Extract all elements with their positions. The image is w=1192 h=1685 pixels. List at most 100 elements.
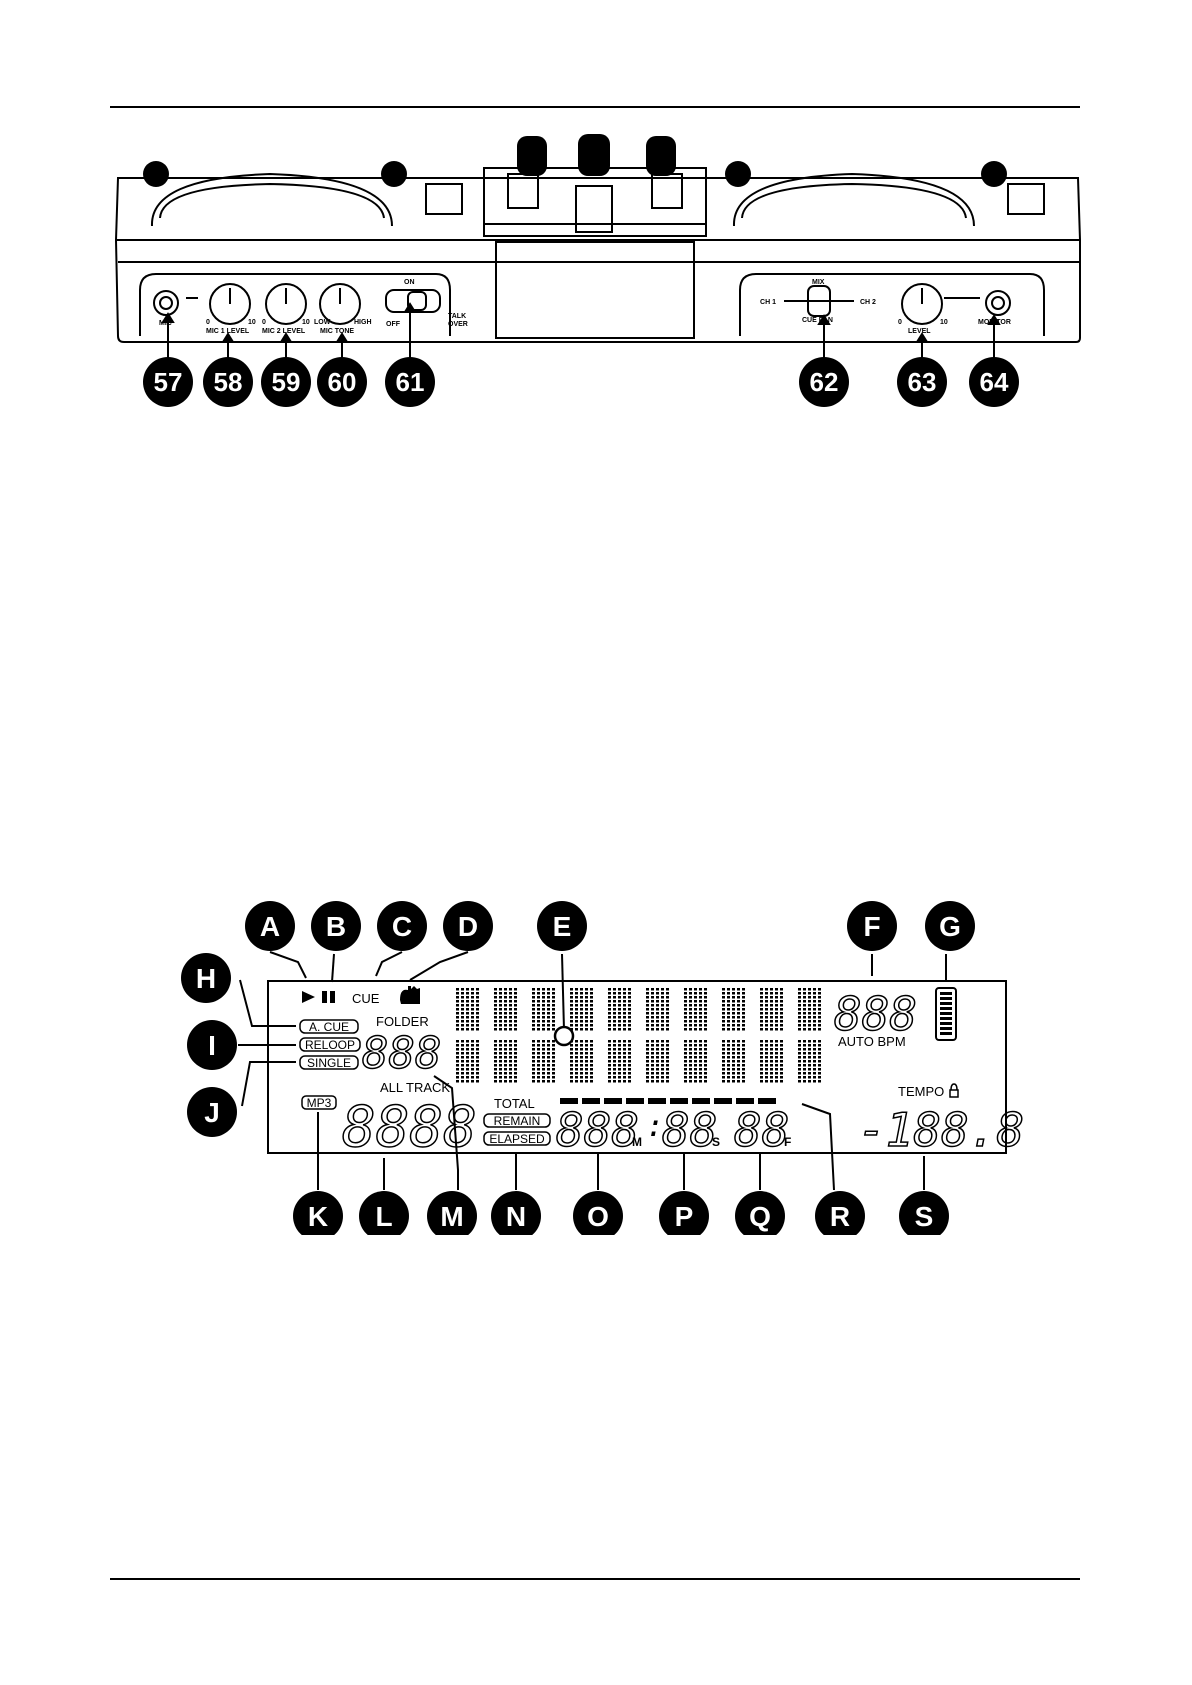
bottom-rule: [110, 1578, 1080, 1580]
dot-matrix-cell: [661, 1060, 664, 1063]
dot-matrix-cell: [656, 1000, 659, 1003]
dot-matrix-cell: [590, 1012, 593, 1015]
dot-matrix-cell: [798, 1012, 801, 1015]
dot-matrix-cell: [780, 988, 783, 991]
dot-matrix-cell: [575, 1028, 578, 1031]
dot-matrix-cell: [542, 1072, 545, 1075]
dot-matrix-cell: [760, 1012, 763, 1015]
dot-matrix-cell: [798, 1004, 801, 1007]
dot-matrix-cell: [499, 1012, 502, 1015]
dot-matrix-cell: [471, 1064, 474, 1067]
dot-matrix-cell: [742, 1068, 745, 1071]
dot-matrix-cell: [514, 1060, 517, 1063]
dot-matrix-cell: [494, 1024, 497, 1027]
dot-matrix-cell: [466, 992, 469, 995]
dot-matrix-cell: [651, 1000, 654, 1003]
dot-matrix-cell: [689, 1020, 692, 1023]
dot-matrix-cell: [580, 1060, 583, 1063]
dot-matrix-cell: [737, 1004, 740, 1007]
dot-matrix-cell: [689, 1012, 692, 1015]
dot-matrix-cell: [585, 1056, 588, 1059]
callout-57-text: 57: [154, 367, 183, 397]
dot-matrix-cell: [494, 1040, 497, 1043]
dot-matrix-cell: [542, 1020, 545, 1023]
dot-matrix-cell: [585, 1072, 588, 1075]
dot-matrix-cell: [514, 1028, 517, 1031]
dot-matrix-cell: [509, 1004, 512, 1007]
dot-matrix-cell: [552, 1012, 555, 1015]
dot-matrix-cell: [618, 1048, 621, 1051]
dot-matrix-cell: [532, 992, 535, 995]
dot-matrix-cell: [471, 1016, 474, 1019]
dot-matrix-cell: [651, 1080, 654, 1083]
dot-matrix-cell: [666, 1048, 669, 1051]
dot-matrix-cell: [570, 1020, 573, 1023]
dot-matrix-cell: [461, 1076, 464, 1079]
dot-matrix-cell: [613, 1020, 616, 1023]
dot-matrix-cell: [765, 992, 768, 995]
dot-matrix-cell: [727, 1056, 730, 1059]
dot-matrix-cell: [704, 1040, 707, 1043]
dot-matrix-cell: [722, 1000, 725, 1003]
dot-matrix-cell: [656, 1056, 659, 1059]
dot-matrix-cell: [580, 996, 583, 999]
dot-matrix-cell: [509, 1048, 512, 1051]
dot-matrix-cell: [570, 1072, 573, 1075]
dot-matrix-cell: [727, 1004, 730, 1007]
dot-matrix-cell: [476, 1080, 479, 1083]
dot-matrix-cell: [471, 1072, 474, 1075]
dot-matrix-cell: [732, 1080, 735, 1083]
dot-matrix-cell: [499, 1016, 502, 1019]
dot-matrix-cell: [813, 1000, 816, 1003]
dot-matrix-cell: [798, 1000, 801, 1003]
dot-matrix-cell: [818, 1028, 821, 1031]
dot-matrix-cell: [466, 1024, 469, 1027]
dot-matrix-cell: [646, 1012, 649, 1015]
dot-matrix-cell: [803, 1052, 806, 1055]
dot-matrix-cell: [732, 1028, 735, 1031]
dot-matrix-cell: [623, 1024, 626, 1027]
dot-matrix-cell: [818, 1008, 821, 1011]
dot-matrix-cell: [552, 1004, 555, 1007]
label-mic2-level: MIC 2 LEVEL: [262, 328, 306, 335]
dot-matrix-cell: [499, 1028, 502, 1031]
dot-matrix-cell: [813, 1004, 816, 1007]
level-meter-segment: [940, 1017, 952, 1020]
time-bar-segment: [604, 1098, 622, 1104]
dot-matrix-cell: [532, 1008, 535, 1011]
dot-matrix-cell: [651, 1004, 654, 1007]
dot-matrix-cell: [808, 1080, 811, 1083]
dot-matrix-cell: [575, 1000, 578, 1003]
dot-matrix-cell: [608, 1072, 611, 1075]
dot-matrix-cell: [770, 1012, 773, 1015]
dot-matrix-cell: [580, 1076, 583, 1079]
dot-matrix-cell: [461, 1052, 464, 1055]
dot-matrix-cell: [608, 1012, 611, 1015]
dot-matrix-cell: [651, 1048, 654, 1051]
dot-matrix-cell: [623, 1060, 626, 1063]
dot-matrix-cell: [742, 1072, 745, 1075]
dot-matrix-cell: [765, 1016, 768, 1019]
dot-matrix-cell: [813, 992, 816, 995]
dot-matrix-cell: [818, 1044, 821, 1047]
callout-k-text: K: [308, 1201, 328, 1232]
dot-matrix-cell: [504, 1024, 507, 1027]
dot-matrix-cell: [575, 1052, 578, 1055]
callout-61-text: 61: [396, 367, 425, 397]
dot-matrix-cell: [737, 1016, 740, 1019]
dot-matrix-cell: [537, 1060, 540, 1063]
dot-matrix-cell: [808, 1028, 811, 1031]
dot-matrix-cell: [803, 1060, 806, 1063]
dot-matrix-cell: [775, 1012, 778, 1015]
dot-matrix-cell: [628, 1080, 631, 1083]
dot-matrix-cell: [770, 1004, 773, 1007]
dot-matrix-cell: [580, 988, 583, 991]
dot-matrix-cell: [514, 1016, 517, 1019]
dot-matrix-cell: [732, 1056, 735, 1059]
dot-matrix-cell: [651, 996, 654, 999]
dot-matrix-cell: [461, 1040, 464, 1043]
dot-matrix-cell: [608, 1008, 611, 1011]
dot-matrix-cell: [656, 1004, 659, 1007]
dot-matrix-cell: [770, 988, 773, 991]
dot-matrix-cell: [471, 1076, 474, 1079]
